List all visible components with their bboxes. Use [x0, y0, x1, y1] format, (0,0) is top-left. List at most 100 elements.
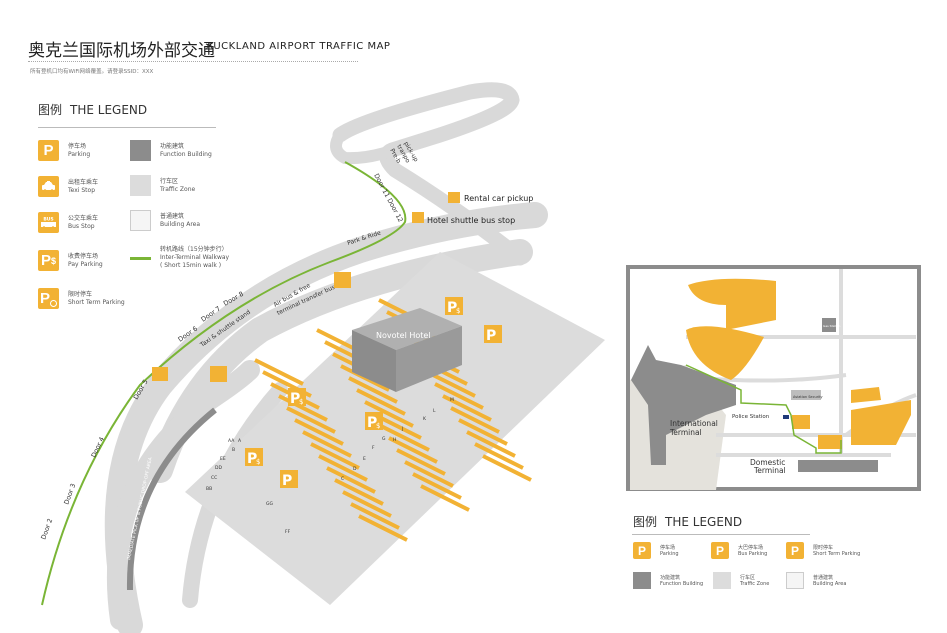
short-term-parking-icon: P — [280, 470, 298, 489]
svg-text:Aviation Security: Aviation Security — [793, 395, 823, 399]
door-4-label: Door 4 — [90, 436, 106, 459]
svg-text:BUS: BUS — [43, 217, 53, 223]
parking-stripe — [380, 424, 430, 452]
parking-stripe — [342, 490, 392, 518]
svg-text:$: $ — [256, 458, 260, 466]
svg-text:D: D — [353, 466, 357, 472]
taxi-stop-icon[interactable] — [152, 367, 168, 381]
pay-parking-icon: P$ — [38, 250, 59, 271]
svg-text:L: L — [433, 408, 436, 414]
svg-text:Rental car pickup: Rental car pickup — [464, 194, 533, 203]
parking-stripe — [458, 418, 508, 446]
parking-stripes — [254, 298, 532, 542]
svg-text:C: C — [341, 476, 344, 482]
pay-parking-icon: P$ — [288, 388, 306, 407]
police-station-marker — [783, 415, 789, 419]
parking-stripe — [310, 442, 360, 470]
parking-icon: P — [633, 542, 651, 559]
row-labels: AA A B BB CC DD EE C D E F G H J K L M G… — [206, 397, 454, 535]
parking-stripe — [348, 376, 398, 404]
svg-text:J: J — [401, 426, 403, 432]
rental-car-pickup[interactable]: Rental car pickup — [448, 192, 533, 203]
bus-stop-icon[interactable] — [334, 272, 351, 288]
parking-stripe — [412, 472, 462, 500]
parking-stripe — [396, 448, 446, 476]
building-area-swatch — [786, 572, 804, 589]
legend-title-cn: 图例 — [38, 103, 63, 117]
svg-text:E: E — [363, 456, 366, 462]
page-title-cn: 奥克兰国际机场外部交通 — [28, 41, 215, 61]
taxi-icon — [38, 176, 59, 197]
svg-text:P: P — [367, 415, 377, 431]
bus-icon: BUS — [38, 212, 59, 233]
parking-stripe — [434, 382, 484, 410]
legend-divider — [38, 127, 216, 128]
parking-stripe — [318, 454, 368, 482]
taxi-icon — [448, 192, 460, 203]
parking-stripe — [294, 418, 344, 446]
parking-icon: P — [38, 140, 59, 161]
parking-stripe — [466, 430, 516, 458]
parking-stripe — [482, 454, 532, 482]
walkway-line — [130, 256, 151, 260]
inset-parking-west — [686, 326, 764, 380]
parking-stripe — [302, 430, 352, 458]
svg-text:P: P — [447, 300, 457, 316]
parking-stripe — [364, 400, 414, 428]
svg-text:International: International — [670, 419, 718, 428]
parking-stripe — [350, 502, 400, 530]
pay-parking-icon: P$ — [445, 297, 463, 316]
parking-stripe — [278, 394, 328, 422]
bus-stop-icon[interactable] — [210, 366, 227, 382]
short-term-parking-icon: P — [38, 288, 59, 309]
svg-text:DD: DD — [215, 465, 222, 471]
svg-text:$: $ — [299, 398, 303, 406]
parking-stripe — [388, 436, 438, 464]
svg-text:Terminal: Terminal — [669, 428, 702, 437]
title-divider — [28, 61, 358, 62]
svg-text:M: M — [450, 397, 454, 403]
parking-stripe — [442, 394, 492, 422]
short-term-parking-icon: P — [786, 542, 804, 559]
svg-text:Hotel shuttle bus stop: Hotel shuttle bus stop — [427, 216, 515, 225]
svg-text:Gas Station: Gas Station — [823, 324, 840, 328]
svg-text:P: P — [290, 391, 300, 407]
svg-text:B: B — [232, 447, 235, 453]
parking-stripe — [404, 460, 454, 488]
aviation-security-building — [791, 390, 821, 400]
gas-station — [822, 318, 836, 332]
parking-stripe — [420, 484, 470, 512]
page-title-en: AUCKLAND AIRPORT TRAFFIC MAP — [206, 41, 391, 52]
parking-stripe — [356, 388, 406, 416]
svg-text:FF: FF — [285, 529, 291, 535]
short-term-parking-icon: P — [484, 325, 502, 344]
svg-text:Novotel Hotel: Novotel Hotel — [376, 331, 431, 340]
traffic-zone-swatch — [713, 572, 731, 589]
door-2-label: Door 2 — [39, 517, 54, 540]
top-loop-inner — [330, 129, 426, 165]
dropoff-area-strip — [126, 407, 217, 591]
international-terminal — [631, 345, 736, 465]
parking-stripe — [358, 514, 408, 542]
svg-text:P: P — [486, 328, 496, 344]
svg-text:G: G — [382, 436, 386, 442]
top-loop-road — [332, 82, 528, 266]
dropoff-loop-road — [106, 360, 260, 630]
inset-labels: International Terminal Domestic Terminal… — [669, 324, 840, 475]
svg-text:EE: EE — [220, 456, 226, 462]
bus-parking-icon: P — [711, 542, 729, 559]
hotel-shuttle-stop[interactable]: Hotel shuttle bus stop — [412, 212, 515, 225]
